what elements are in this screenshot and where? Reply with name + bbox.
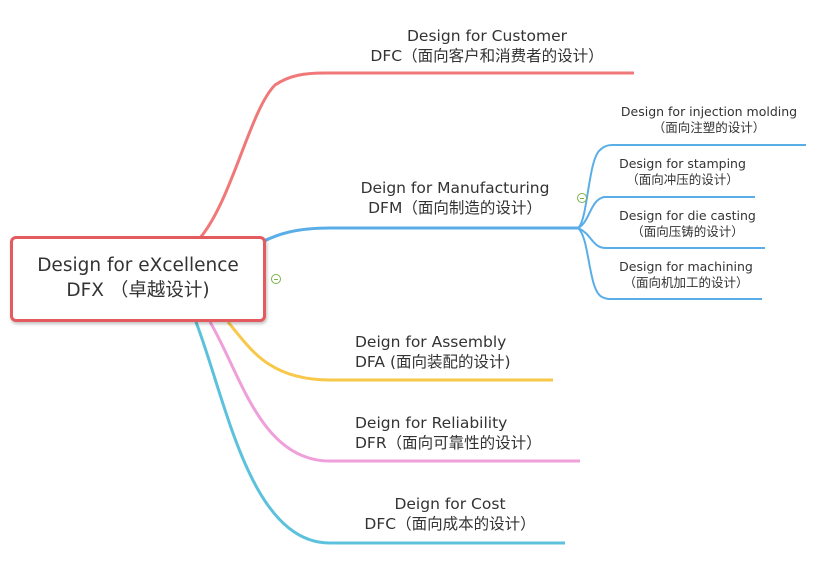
sub-injection-subtitle: （面向注塑的设计） [652,120,766,136]
branch-reliability-title: Deign for Reliability [355,414,508,432]
branch-assembly-subtitle: DFA (面向装配的设计) [355,353,511,372]
sub-stamping-title: Design for stamping [619,156,746,171]
collapse-root-icon[interactable] [271,274,281,284]
connector-customer [198,71,634,239]
sub-stamping[interactable]: Design for stamping （面向冲压的设计） [610,156,755,189]
sub-stamping-subtitle: （面向冲压的设计） [626,172,739,188]
connector-stamping [577,196,755,229]
root-title: Design for eXcellence [37,255,239,277]
branch-reliability-subtitle: DFR（面向可靠性的设计） [355,434,542,453]
branch-reliability[interactable]: Deign for Reliability DFR（面向可靠性的设计） [355,413,542,453]
branch-assembly-title: Deign for Assembly [355,333,507,351]
branch-cost-subtitle: DFC（面向成本的设计） [364,515,536,534]
sub-machining-subtitle: （面向机加工的设计） [623,275,749,291]
sub-die-casting-title: Design for die casting [619,208,756,223]
connector-cost [194,321,565,545]
branch-manufacturing[interactable]: Deign for Manufacturing DFM（面向制造的设计） [350,178,560,218]
sub-die-casting-subtitle: （面向压铸的设计） [631,224,744,240]
branch-customer-title: Design for Customer [407,27,567,45]
connector-die-casting [577,227,765,249]
connector-assembly [226,321,553,382]
root-subtitle: DFX （卓越设计) [66,280,210,301]
branch-manufacturing-title: Deign for Manufacturing [360,179,550,197]
connector-machining [577,227,762,300]
sub-machining-title: Design for machining [619,259,753,274]
branch-customer[interactable]: Design for Customer DFC（面向客户和消费者的设计） [352,26,622,66]
branch-assembly[interactable]: Deign for Assembly DFA (面向装配的设计) [355,332,511,372]
connector-manufacturing [261,226,578,244]
branch-cost[interactable]: Deign for Cost DFC（面向成本的设计） [350,494,550,534]
sub-machining[interactable]: Design for machining （面向机加工的设计） [610,259,762,292]
collapse-manufacturing-icon[interactable] [577,193,587,203]
branch-customer-subtitle: DFC（面向客户和消费者的设计） [370,47,604,66]
sub-injection-title: Design for injection molding [620,104,798,119]
branch-cost-title: Deign for Cost [394,495,506,513]
connector-injection [577,144,806,229]
sub-injection-molding[interactable]: Design for injection molding （面向注塑的设计） [610,104,808,137]
root-node[interactable]: Design for eXcellence DFX （卓越设计) [10,236,266,322]
branch-manufacturing-subtitle: DFM（面向制造的设计） [368,199,542,218]
connector-reliability [208,321,580,463]
sub-die-casting[interactable]: Design for die casting （面向压铸的设计） [610,208,765,241]
